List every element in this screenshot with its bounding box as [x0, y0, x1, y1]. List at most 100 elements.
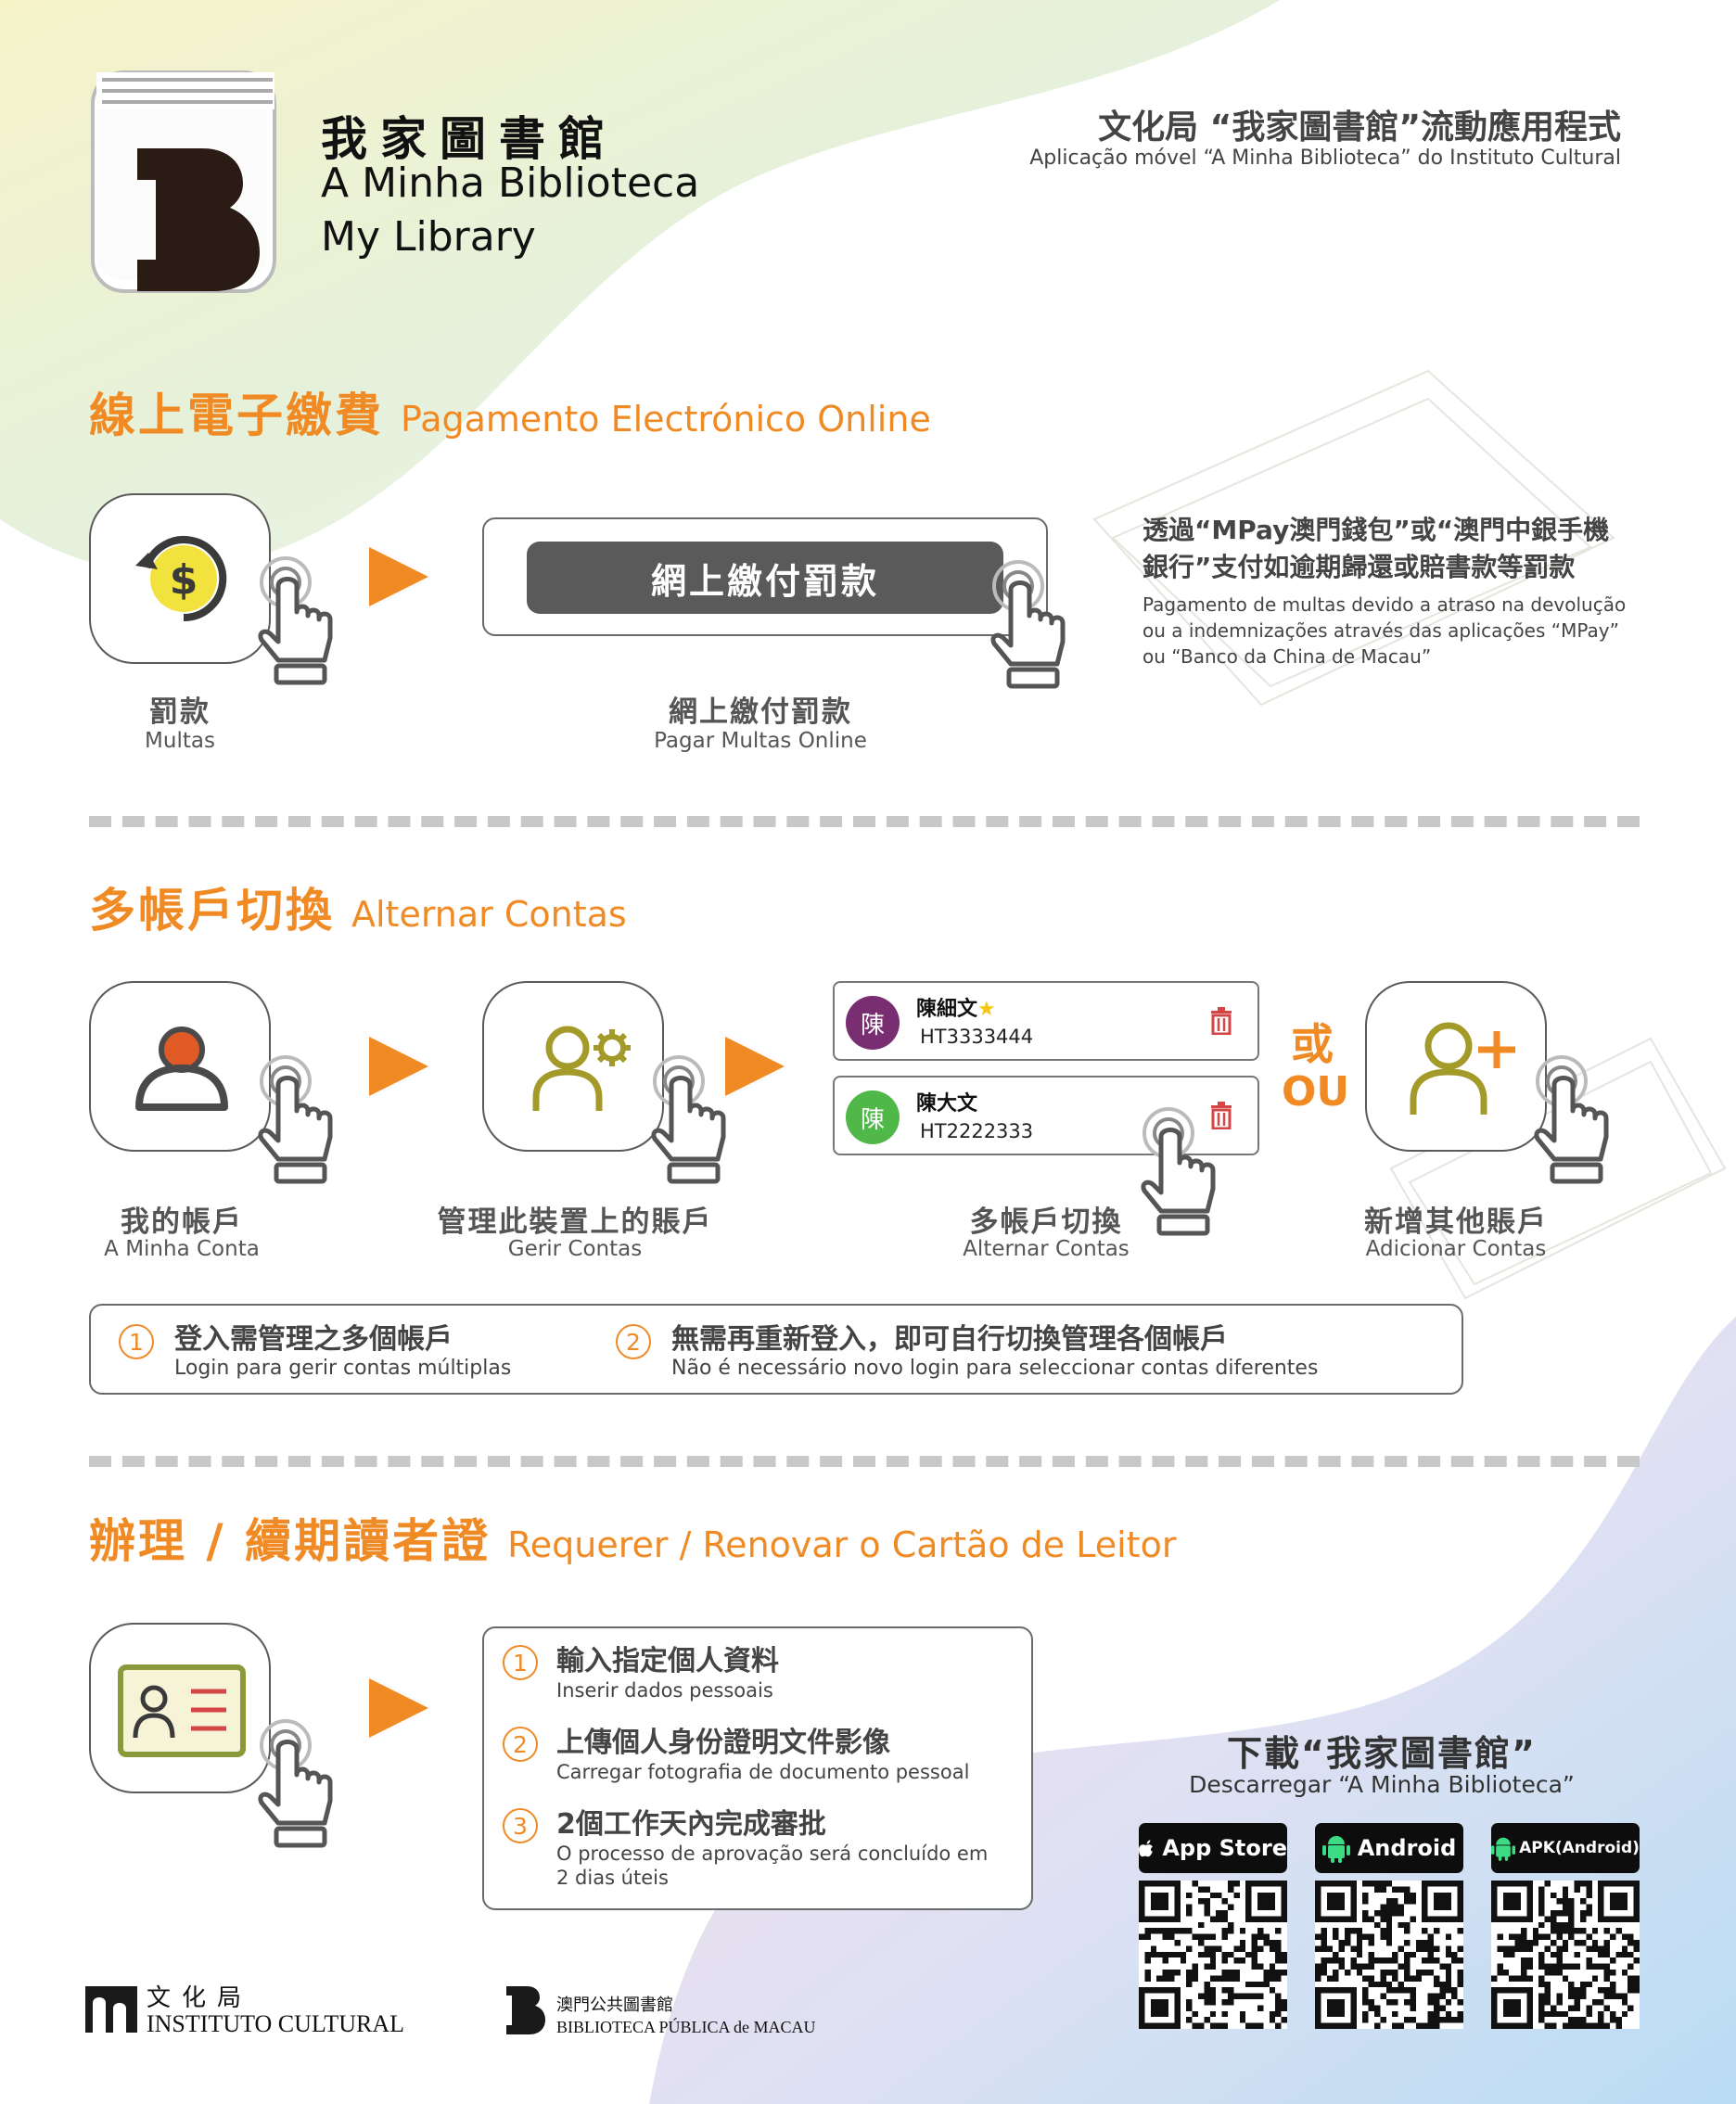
- tagline-zh: 文化局 “我家圖書館”流動應用程式: [1098, 108, 1621, 147]
- step-number: 2: [616, 1324, 651, 1359]
- footer-lib-zh: 澳門公共圖書館: [556, 1996, 673, 2015]
- download-title-zh: 下載“我家圖書館”: [1227, 1733, 1537, 1774]
- my-account-tile[interactable]: [89, 981, 271, 1152]
- apk-button[interactable]: APK(Android): [1491, 1823, 1640, 1873]
- app-store-label: App Store: [1162, 1835, 1287, 1861]
- manage-accounts-label-pt: Gerir Contas: [507, 1237, 643, 1261]
- step-text-pt: Carregar fotografia de documento pessoal: [556, 1761, 970, 1783]
- switch-accounts-label-zh: 多帳戶切換: [969, 1205, 1123, 1239]
- add-account-tile[interactable]: [1365, 981, 1547, 1152]
- manage-accounts-tile[interactable]: [482, 981, 664, 1152]
- dollar-coin-icon: $: [135, 536, 227, 622]
- manage-accounts-label-zh: 管理此裝置上的賬戶: [437, 1205, 713, 1239]
- card-title-pt: Requerer / Renovar o Cartão de Leitor: [507, 1524, 1177, 1565]
- step-text-pt: Login para gerir contas múltiplas: [174, 1357, 512, 1380]
- switch-accounts-label-pt: Alternar Contas: [963, 1237, 1130, 1261]
- desc-zh-line2: 銀行”支付如逾期歸還或賠書款等罰款: [1142, 552, 1576, 582]
- pay-online-label-pt: Pagar Multas Online: [654, 729, 867, 753]
- tap-hand-icon: [990, 560, 1066, 689]
- footer-lib-pt: BIBLIOTECA PÚBLICA de MACAU: [556, 2018, 816, 2036]
- download-title-pt: Descarregar “A Minha Biblioteca”: [1189, 1771, 1575, 1798]
- tap-hand-icon: [258, 556, 333, 685]
- add-account-label-zh: 新增其他賬戶: [1364, 1205, 1548, 1239]
- android-label: Android: [1357, 1835, 1457, 1861]
- accounts-title-pt: Alternar Contas: [351, 894, 627, 935]
- or-label-zh: 或: [1291, 1019, 1334, 1069]
- step-number: 3: [503, 1808, 538, 1843]
- card-step-1: 1 輸入指定個人資料 Inserir dados pessoais: [503, 1645, 779, 1702]
- step-text-zh: 上傳個人身份證明文件影像: [556, 1727, 890, 1759]
- app-name-en: My Library: [321, 213, 536, 261]
- payment-section-title: 線上電子繳費 Pagamento Electrónico Online: [89, 378, 931, 445]
- fines-icon-tile[interactable]: $: [89, 493, 271, 664]
- desc-zh-line1: 透過“MPay澳門錢包”或“澳門中銀手機: [1142, 515, 1610, 545]
- reader-card-tile[interactable]: [89, 1623, 271, 1793]
- desc-pt-line3: ou “Banco da China de Macau”: [1142, 645, 1432, 668]
- instituto-cultural-logo: [85, 1986, 137, 2033]
- arrow-icon: [725, 1037, 785, 1096]
- account-row[interactable]: 陳 陳細文★ HT3333444: [833, 981, 1259, 1061]
- app-store-button[interactable]: App Store: [1139, 1823, 1287, 1873]
- account-avatar: 陳: [846, 996, 900, 1050]
- apple-icon: [1139, 1840, 1153, 1857]
- footer-ic-zh: 文化局: [147, 1984, 253, 2012]
- accounts-section-title: 多帳戶切換 Alternar Contas: [89, 873, 627, 940]
- tap-hand-icon: [651, 1055, 726, 1184]
- account-id: HT2222333: [920, 1120, 1034, 1142]
- payment-title-pt: Pagamento Electrónico Online: [401, 399, 931, 440]
- step-text-zh: 2個工作天內完成審批: [556, 1808, 826, 1841]
- app-logo: [83, 63, 282, 302]
- android-button[interactable]: Android: [1315, 1823, 1463, 1873]
- step-number: 2: [503, 1727, 538, 1762]
- card-step-2: 2 上傳個人身份證明文件影像 Carregar fotografia de do…: [503, 1727, 969, 1784]
- footer-ic-pt: INSTITUTO CULTURAL: [147, 2010, 405, 2037]
- android-icon: [1321, 1836, 1350, 1863]
- step-text-zh: 登入需管理之多個帳戶: [174, 1323, 453, 1356]
- step-text-zh: 無需再重新登入，即可自行切換管理各個帳戶: [671, 1323, 1228, 1356]
- add-account-label-pt: Adicionar Contas: [1365, 1237, 1547, 1261]
- tap-hand-icon: [258, 1055, 333, 1184]
- app-store-qr-code[interactable]: [1139, 1881, 1287, 2029]
- pay-online-label-zh: 網上繳付罰款: [669, 695, 852, 729]
- tap-hand-icon: [1141, 1107, 1216, 1236]
- card-step-3: 3 2個工作天內完成審批 O processo de aprovação ser…: [503, 1808, 988, 1890]
- step-number: 1: [503, 1645, 538, 1680]
- trash-icon[interactable]: [1209, 1102, 1233, 1129]
- payment-title-zh: 線上電子繳費: [89, 389, 384, 442]
- accounts-step-2: 2 無需再重新登入，即可自行切換管理各個帳戶 Não é necessário …: [616, 1324, 1318, 1382]
- account-row[interactable]: 陳 陳大文 HT2222333: [833, 1076, 1259, 1155]
- my-account-label-zh: 我的帳戶: [121, 1205, 243, 1239]
- android-icon: [1491, 1837, 1516, 1861]
- star-icon: ★: [977, 998, 996, 1021]
- desc-pt-line2: ou a indemnizações através das aplicaçõe…: [1142, 619, 1619, 642]
- section-divider: [89, 1456, 1640, 1467]
- or-label-pt: OU: [1282, 1068, 1350, 1116]
- account-avatar: 陳: [846, 1090, 900, 1144]
- pay-fines-button[interactable]: 網上繳付罰款: [527, 542, 1003, 614]
- user-settings-icon: [532, 1026, 631, 1111]
- step-text-zh: 輸入指定個人資料: [556, 1645, 779, 1677]
- pay-online-panel: 網上繳付罰款: [482, 517, 1048, 636]
- step-text-pt: Inserir dados pessoais: [556, 1679, 773, 1702]
- step-number: 1: [119, 1324, 154, 1359]
- svg-text:$: $: [170, 556, 198, 604]
- tap-hand-icon: [258, 1719, 333, 1848]
- user-icon: [135, 1026, 228, 1111]
- my-account-label-pt: A Minha Conta: [104, 1237, 260, 1261]
- arrow-icon: [369, 547, 428, 606]
- step-text-pt: O processo de aprovação será concluído e…: [556, 1843, 989, 1865]
- payment-description: 透過“MPay澳門錢包”或“澳門中銀手機 銀行”支付如逾期歸還或賠書款等罰款 P…: [1142, 512, 1626, 669]
- account-name: 陳細文★: [916, 992, 996, 1022]
- step-text-pt-2: 2 dias úteis: [556, 1867, 669, 1889]
- tagline-pt: Aplicação móvel “A Minha Biblioteca” do …: [1029, 147, 1621, 170]
- apk-qr-code[interactable]: [1491, 1881, 1640, 2029]
- account-name-text: 陳細文: [916, 998, 978, 1021]
- accounts-step-1: 1 登入需管理之多個帳戶 Login para gerir contas múl…: [119, 1324, 511, 1382]
- fines-label-pt: Multas: [145, 729, 215, 753]
- account-id: HT3333444: [920, 1026, 1034, 1048]
- trash-icon[interactable]: [1209, 1007, 1233, 1035]
- android-qr-code[interactable]: [1315, 1881, 1463, 2029]
- desc-pt-line1: Pagamento de multas devido a atraso na d…: [1142, 593, 1627, 616]
- section-divider: [89, 816, 1640, 827]
- accounts-title-zh: 多帳戶切換: [89, 884, 335, 937]
